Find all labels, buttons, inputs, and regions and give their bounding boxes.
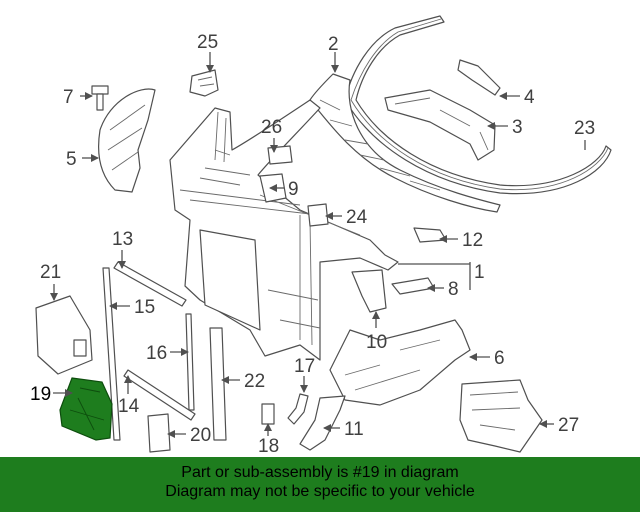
callout-19: 19: [30, 384, 51, 405]
part-25-bracket[interactable]: [189, 69, 219, 97]
part-12-bracket[interactable]: [413, 227, 447, 243]
callout-11: 11: [344, 419, 364, 440]
part-21-module[interactable]: [35, 295, 93, 375]
callout-10: 10: [366, 332, 387, 353]
callout-16: 16: [146, 343, 167, 364]
callout-14: 14: [118, 396, 140, 417]
callout-22: 22: [244, 371, 265, 392]
part-13-seal[interactable]: [113, 261, 187, 307]
part-16-seal[interactable]: [185, 313, 195, 411]
parts-diagram: 2 25 4 3 7 5 26 23 9 24 12 1 8 10 6 13 1…: [30, 15, 612, 457]
callout-21: 21: [40, 262, 61, 283]
part-27-lower-support[interactable]: [459, 379, 543, 453]
part-8-bracket[interactable]: [391, 277, 435, 295]
callout-6: 6: [494, 348, 505, 369]
callout-25: 25: [197, 32, 218, 53]
callout-13: 13: [112, 229, 133, 250]
disclaimer-line: Diagram may not be specific to your vehi…: [165, 483, 475, 500]
part-11-bracket[interactable]: [299, 395, 346, 451]
part-24-clip[interactable]: [307, 203, 329, 227]
part-6-lower-rail[interactable]: [329, 319, 471, 406]
callout-3: 3: [512, 117, 523, 138]
part-23-reinforcement-beam[interactable]: [344, 15, 612, 195]
part-10-bracket[interactable]: [351, 269, 387, 313]
callout-1: 1: [474, 262, 485, 283]
part-7-bolt[interactable]: [91, 85, 109, 111]
callout-18: 18: [258, 436, 279, 457]
callout-17: 17: [294, 356, 315, 377]
callout-23: 23: [574, 118, 595, 139]
callout-9: 9: [288, 179, 299, 200]
callout-8: 8: [448, 279, 459, 300]
part-3-mount[interactable]: [384, 89, 496, 161]
callout-20: 20: [190, 425, 211, 446]
part-4-bracket[interactable]: [457, 59, 501, 96]
part-15-seal[interactable]: [102, 267, 121, 441]
part-17-hose[interactable]: [287, 393, 309, 425]
callout-7: 7: [63, 87, 74, 108]
callout-12: 12: [462, 230, 483, 251]
part-info-line: Part or sub-assembly is #19 in diagram: [181, 464, 459, 481]
callout-27: 27: [558, 415, 579, 436]
callout-26: 26: [261, 117, 282, 138]
part-18-sensor[interactable]: [261, 403, 275, 425]
callout-5: 5: [66, 149, 77, 170]
callout-15: 15: [134, 297, 155, 318]
callout-labels: 2 25 4 3 7 5 26 23 9 24 12 1 8 10 6 13 1…: [30, 32, 595, 457]
callout-2: 2: [328, 34, 339, 55]
part-20-bracket[interactable]: [147, 413, 171, 453]
part-14-strip[interactable]: [123, 369, 196, 421]
leader-lines: [50, 52, 586, 438]
part-22-strip[interactable]: [209, 327, 227, 441]
part-info-banner: Part or sub-assembly is #19 in diagram D…: [0, 457, 640, 512]
callout-24: 24: [346, 207, 368, 228]
part-26-bracket[interactable]: [267, 145, 293, 165]
part-19-air-deflector-highlighted[interactable]: [59, 377, 113, 441]
part-5-side-deflector[interactable]: [97, 88, 156, 193]
callout-4: 4: [524, 87, 535, 108]
